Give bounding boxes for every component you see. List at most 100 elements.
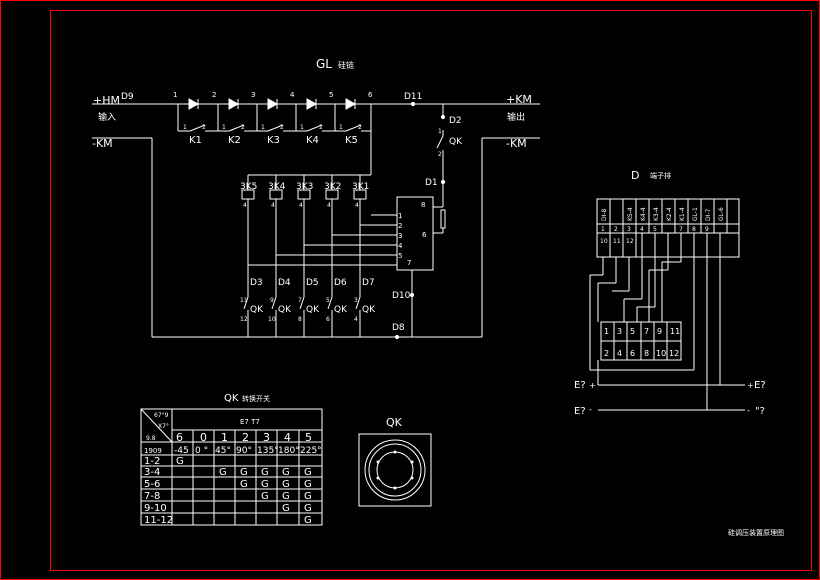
terminal-col-9: GL-1	[692, 207, 699, 221]
k1-pin1: 1	[183, 124, 187, 131]
qk5-pin-top: 7	[298, 297, 302, 304]
qk-switch-diodes: D3 D4 D5 D6 D7 QK QK QK QK QK	[250, 278, 376, 315]
angle-2: 90°	[236, 446, 252, 456]
terminal-block-title: D	[631, 169, 639, 182]
terminal-col-1: DI-8	[601, 208, 608, 221]
module-pin-5: 5	[398, 252, 402, 260]
lt-11: 11	[670, 327, 680, 336]
terminal-numbers: 1 2 3 4 5 7 8 9 10 11 12	[600, 226, 709, 245]
module-pin-2: 2	[398, 222, 402, 230]
k2-pin2: 2	[241, 124, 245, 131]
d3-label: D3	[250, 278, 263, 288]
pos-3: 3	[263, 431, 270, 444]
term-4: 4	[640, 226, 644, 233]
input-label: 输入	[98, 111, 116, 123]
row-label-3-4: 3-4	[144, 467, 160, 478]
relay-3k2-label: 3K2	[324, 182, 341, 192]
cell: G	[261, 467, 269, 478]
pos-1: 1	[221, 431, 228, 444]
row-label-7-8: 7-8	[144, 491, 160, 502]
diode-4	[306, 98, 318, 110]
angle-0: 0 °	[195, 446, 208, 456]
k5-pin2: 2	[358, 124, 362, 131]
diode-2	[228, 98, 240, 110]
qk-switch-label: QK	[449, 137, 463, 147]
diagram-title: GL	[316, 57, 332, 71]
corner-top: 67°9	[154, 412, 169, 419]
cell: G	[304, 467, 312, 478]
angle-row-label: 1909	[144, 447, 162, 455]
switch-table-note: 转换开关	[242, 394, 270, 403]
terminal-col-11: GL-6	[718, 207, 725, 221]
qk-switch-pins: 11 12 9 10 7 8 5 6 3 4	[240, 297, 358, 323]
lt-7: 7	[644, 327, 649, 336]
k4-label: K4	[306, 135, 319, 146]
qk3-pin-bot: 12	[240, 316, 248, 323]
k5-pin1: 1	[339, 124, 343, 131]
qk-pin-bot: 2	[438, 151, 442, 158]
qk5-pin-bot: 8	[298, 316, 302, 323]
cell: G	[304, 503, 312, 514]
output-plus-label: +KM	[506, 93, 532, 106]
left-top-terminal-label: E?	[574, 380, 586, 391]
qk7-pin-bot: 4	[354, 316, 358, 323]
qk-rotary-symbol	[358, 433, 432, 507]
switch-table-title: QK	[224, 393, 239, 404]
k1-pin2: 2	[202, 124, 206, 131]
angle-1: 45°	[215, 446, 231, 456]
term-10: 10	[600, 238, 608, 245]
bypass-contacts	[177, 104, 372, 175]
qk-pin-top: 1	[438, 128, 442, 135]
switch-positions: 6 0 1 2 3 4 5	[176, 431, 312, 444]
lt-1: 1	[604, 327, 609, 336]
cell: G	[282, 479, 290, 490]
k3-label: K3	[267, 135, 280, 146]
node-5: 5	[329, 91, 333, 99]
k2-pin1: 1	[222, 124, 226, 131]
row-label-1-2: 1-2	[144, 456, 160, 467]
terminal-block-note: 端子排	[650, 171, 671, 180]
qk7-pin-top: 3	[354, 297, 358, 304]
left-top-sign: +	[589, 381, 596, 390]
cell: G	[240, 467, 248, 478]
relay-3k5-pin: 4	[243, 202, 247, 209]
relay-3k4-label: 3K4	[268, 182, 286, 192]
row-label-9-10: 9-10	[144, 503, 167, 514]
term-7: 7	[679, 226, 683, 233]
qk6-pin-bot: 6	[326, 316, 330, 323]
term-2: 2	[614, 226, 618, 233]
chain-node-labels: 1 2 3 4 5 6	[173, 91, 373, 99]
cell: G	[282, 491, 290, 502]
right-top-terminal-label: E?	[754, 380, 766, 391]
lb-8: 8	[644, 349, 649, 358]
lb-12: 12	[669, 349, 679, 358]
term-1: 1	[601, 226, 605, 233]
diode-1	[188, 98, 200, 110]
module-pin-7: 7	[407, 259, 411, 267]
k3-pin1: 1	[261, 124, 265, 131]
node-1: 1	[173, 91, 177, 99]
k5-label: K5	[345, 135, 358, 146]
cell: G	[304, 479, 312, 490]
terminal-col-3: KS-4	[627, 207, 634, 221]
pos-2: 2	[242, 431, 249, 444]
cell: G	[304, 515, 312, 526]
relay-3k2-pin: 4	[327, 202, 331, 209]
qk-switches	[243, 225, 361, 337]
cell: G	[176, 456, 184, 467]
lb-10: 10	[656, 349, 666, 358]
diode-5	[345, 98, 357, 110]
k1-label: K1	[189, 135, 202, 146]
angle-3: 135°	[257, 446, 279, 456]
term-11: 11	[613, 238, 621, 245]
d5-label: D5	[306, 278, 319, 288]
relay-3k5-label: 3K5	[240, 182, 257, 192]
lt-3: 3	[617, 327, 622, 336]
lower-terminal-block	[600, 321, 682, 361]
d7-label: D7	[362, 278, 375, 288]
lb-6: 6	[630, 349, 635, 358]
module-pin-4: 4	[398, 242, 403, 250]
switch-table-corner: 67°9 X7° 9.8	[146, 412, 169, 442]
inner-border	[50, 10, 812, 571]
switch-table-rows: 1-2 G 3-4 G G G G G 5-6 G G G G 7-8 G G …	[144, 456, 312, 526]
